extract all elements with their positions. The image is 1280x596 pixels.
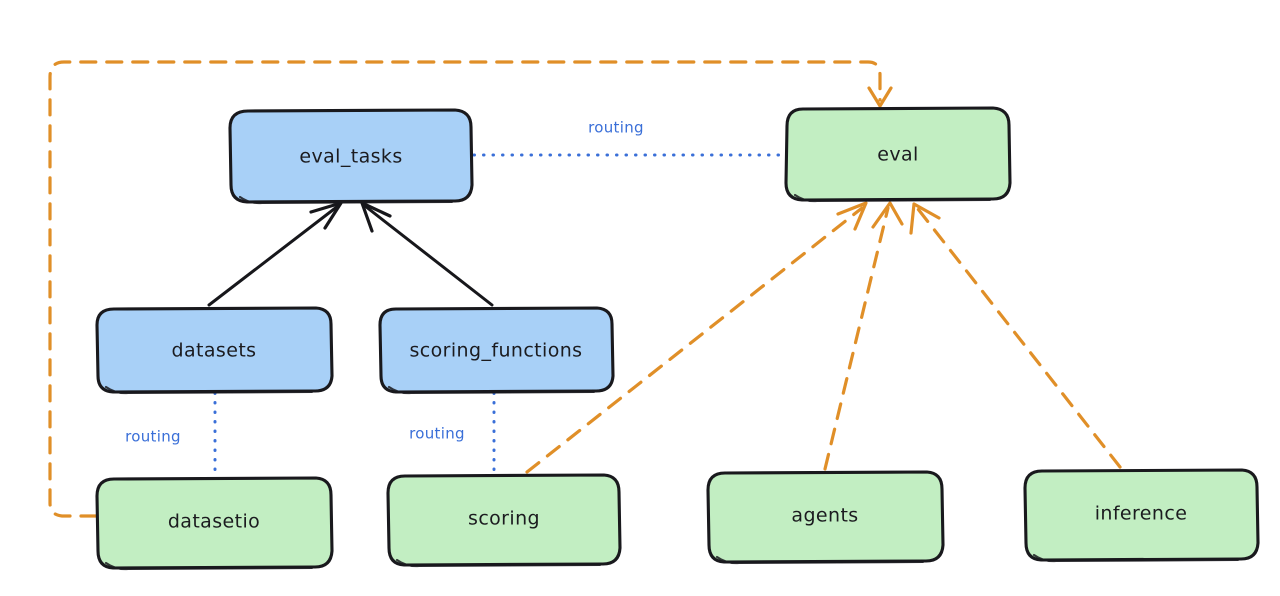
edge-datasets-eval-tasks [207,201,343,307]
node-inference[interactable]: inference [1023,468,1260,563]
edge-scoring-functions-eval-tasks [360,201,494,307]
node-scoring-functions[interactable]: scoring_functions [378,306,615,395]
node-label-inference: inference [1095,503,1188,525]
edge-eval-tasks-eval: routing [472,119,786,157]
edge-datasets-datasetio: routing [125,391,217,479]
node-label-eval-tasks: eval_tasks [299,146,402,168]
edge-inference-eval [909,202,1122,469]
edge-label-routing-scoring: routing [409,425,465,443]
edge-datasetio-eval [48,60,893,518]
edge-label-routing-eval: routing [588,119,644,137]
node-datasetio[interactable]: datasetio [95,476,334,571]
edge-scoring-eval [525,201,868,474]
edge-label-routing-datasetio: routing [125,428,181,446]
edge-scoring-functions-scoring: routing [409,391,496,476]
node-label-scoring: scoring [468,508,540,530]
node-label-eval: eval [877,144,918,166]
node-label-datasets: datasets [172,340,257,362]
edge-agents-eval [823,201,904,471]
node-eval-tasks[interactable]: eval_tasks [228,108,474,205]
node-datasets[interactable]: datasets [95,306,334,395]
node-eval[interactable]: eval [784,106,1012,203]
node-label-scoring-functions: scoring_functions [410,340,583,362]
node-scoring[interactable]: scoring [386,473,622,568]
node-label-agents: agents [791,505,858,527]
node-label-datasetio: datasetio [168,511,260,533]
node-agents[interactable]: agents [706,470,945,565]
